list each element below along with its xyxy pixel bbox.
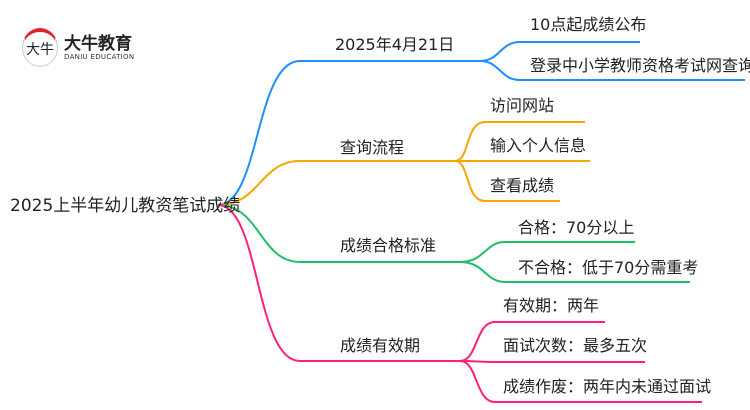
- leaf-node: 10点起成绩公布: [530, 15, 647, 34]
- sub-line: [459, 261, 690, 283]
- leaf-node: 输入个人信息: [490, 136, 587, 155]
- leaf-node: 成绩作废：两年内未通过面试: [503, 377, 712, 396]
- leaf-node: 面试次数：最多五次: [503, 336, 648, 355]
- logo-subtitle: DANIU EDUCATION: [64, 52, 135, 61]
- leaf-node: 登录中小学教师资格考试网查询: [530, 56, 750, 75]
- sub-line: [459, 241, 635, 263]
- branch-line-2: [217, 160, 455, 206]
- leaf-node: 有效期：两年: [503, 296, 600, 315]
- sub-line: [459, 360, 645, 363]
- logo-mark: 大牛: [22, 28, 58, 67]
- sub-line: [454, 121, 585, 162]
- leaf-node: 访问网站: [490, 96, 555, 115]
- branch-node: 2025年4月21日: [335, 35, 455, 54]
- branch-node: 成绩合格标准: [340, 236, 437, 255]
- branch-line-1: [217, 60, 480, 206]
- sub-line: [479, 41, 640, 62]
- sub-line: [479, 60, 745, 81]
- branch-node: 成绩有效期: [340, 336, 421, 355]
- leaf-node: 查看成绩: [490, 176, 555, 195]
- leaf-node: 不合格：低于70分需重考: [518, 258, 699, 277]
- leaf-node: 合格：70分以上: [518, 218, 635, 237]
- sub-line: [459, 321, 605, 362]
- branch-line-4: [217, 204, 460, 362]
- branch-node: 查询流程: [340, 138, 405, 157]
- logo-name: 大牛教育: [64, 33, 132, 54]
- sub-line: [459, 360, 702, 403]
- root-node: 2025上半年幼儿教资笔试成绩: [10, 196, 241, 216]
- branch-line-3: [217, 204, 460, 263]
- sub-line: [454, 160, 560, 202]
